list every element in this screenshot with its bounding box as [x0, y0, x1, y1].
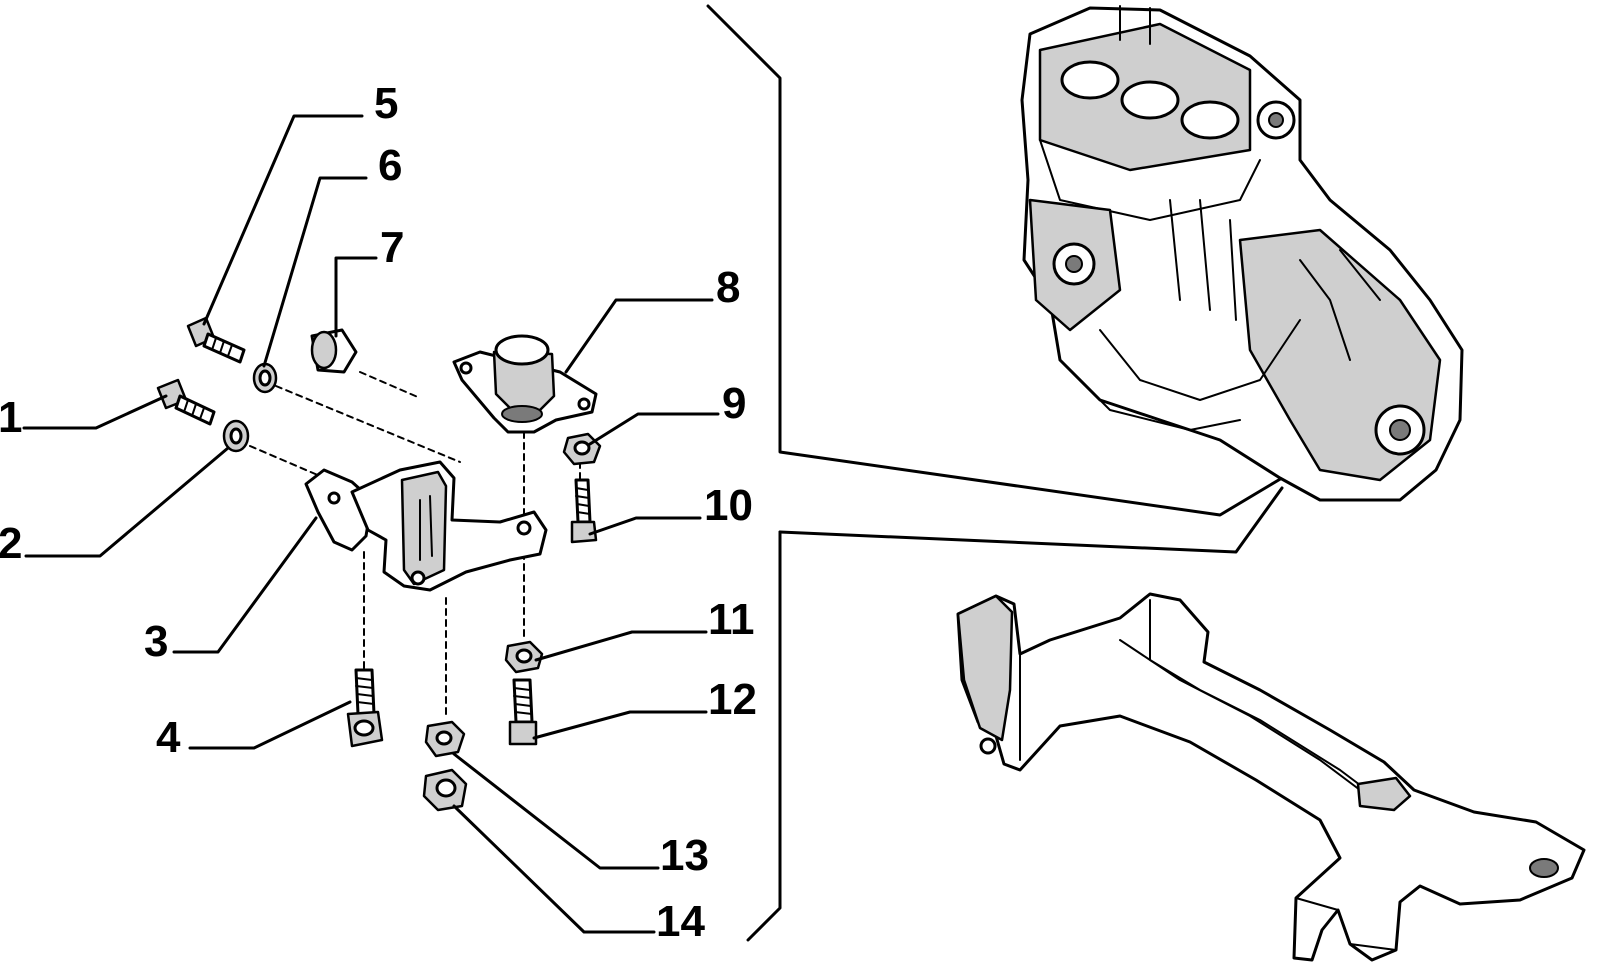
- washer-6: [252, 362, 278, 394]
- washer-2: [222, 419, 250, 453]
- leader-4: [188, 700, 352, 750]
- leader-10: [588, 516, 702, 536]
- leader-5: [202, 114, 364, 326]
- bolt-10: [570, 478, 598, 544]
- callout-1: 1: [0, 393, 23, 442]
- bolt-1: [156, 378, 216, 426]
- subframe-illustration: [956, 592, 1586, 962]
- bushing-7: [310, 328, 358, 374]
- callout-14: 14: [656, 897, 705, 946]
- section-bracket: [706, 4, 1284, 942]
- leader-6: [262, 176, 368, 368]
- leader-7: [334, 256, 378, 338]
- bolt-4: [346, 668, 384, 748]
- callout-4: 4: [156, 713, 181, 762]
- nut-9: [562, 432, 602, 466]
- callout-5: 5: [374, 79, 399, 128]
- leader-2: [24, 446, 230, 558]
- leader-9: [588, 412, 720, 446]
- callout-12: 12: [708, 675, 757, 724]
- leader-lines: [22, 114, 720, 934]
- callout-2: 2: [0, 519, 23, 568]
- leader-13: [452, 752, 660, 870]
- leader-12: [532, 710, 708, 740]
- leader-11: [534, 630, 708, 662]
- callout-3: 3: [144, 617, 169, 666]
- bolt-12: [508, 678, 538, 746]
- engine-assembly-illustration: [1020, 5, 1464, 502]
- callout-6: 6: [378, 141, 403, 190]
- leader-3: [172, 516, 318, 654]
- leader-8: [564, 298, 714, 374]
- nut-14: [422, 768, 468, 812]
- nut-13: [424, 720, 466, 758]
- bracket-3: [304, 460, 548, 592]
- leader-14: [452, 804, 656, 934]
- leader-1: [22, 394, 168, 430]
- callout-7: 7: [380, 223, 405, 272]
- engine-mount-8: [452, 334, 598, 434]
- callout-13: 13: [660, 831, 709, 880]
- callout-9: 9: [722, 379, 747, 428]
- bolt-5: [186, 316, 246, 364]
- callout-10: 10: [704, 481, 753, 530]
- callout-8: 8: [716, 263, 741, 312]
- nut-11: [504, 640, 544, 674]
- callout-11: 11: [708, 595, 755, 644]
